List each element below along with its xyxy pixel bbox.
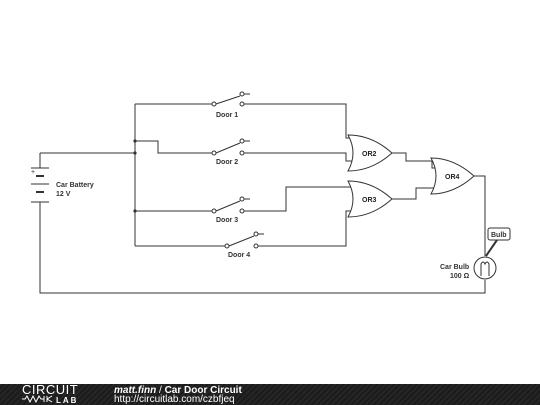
switch-door3-label: Door 3	[216, 217, 238, 224]
author-link[interactable]: matt.finn	[114, 385, 157, 396]
gate-or2-label: OR2	[362, 151, 377, 158]
circuit-url[interactable]: http://circuitlab.com/czbfjeq	[114, 394, 235, 405]
switch-door1[interactable]	[211, 91, 250, 107]
circuitlab-logo[interactable]: CIRCUIT LAB	[22, 382, 102, 405]
bulb-probe-label: Bulb	[491, 232, 507, 239]
battery-value: 12 V	[56, 191, 71, 198]
wire-door2	[135, 140, 355, 162]
switch-door2[interactable]	[211, 138, 250, 156]
bulb-probe-tag[interactable]	[485, 227, 511, 257]
battery-name: Car Battery	[56, 182, 94, 189]
or-gate-or3[interactable]	[347, 180, 393, 218]
footer-bar: CIRCUIT LAB matt.finn / Car Door Circuit…	[0, 382, 540, 405]
junction-dot	[133, 209, 137, 213]
switch-door4[interactable]	[224, 231, 264, 249]
switch-door2-label: Door 2	[216, 159, 238, 166]
wire-battery-bottom	[39, 202, 486, 294]
byline: matt.finn / Car Door Circuit	[114, 385, 242, 396]
logo-wave-icon	[22, 395, 53, 403]
svg-text:+: +	[31, 169, 35, 176]
or-gate-or4[interactable]	[430, 157, 475, 195]
bulb-symbol[interactable]	[473, 256, 497, 280]
wire-or3-out	[392, 187, 436, 200]
wire-door4	[135, 210, 355, 247]
junction-dot	[133, 139, 137, 143]
logo-wordmark-top: CIRCUIT	[22, 382, 79, 397]
switch-door1-label: Door 1	[216, 112, 238, 119]
circuit-title[interactable]: Car Door Circuit	[164, 385, 242, 396]
wire-or4-out	[474, 175, 486, 256]
switch-door3[interactable]	[211, 196, 250, 214]
logo-wordmark-bottom: LAB	[56, 396, 79, 405]
schematic-canvas: + Car Battery 12 V Door 1 Door 2 Door 3 …	[31, 91, 511, 294]
bulb-name: Car Bulb	[440, 264, 469, 271]
battery-symbol[interactable]: +	[31, 167, 49, 203]
wire-or2-out	[392, 152, 436, 169]
or-gate-or2[interactable]	[347, 134, 393, 172]
switch-door4-label: Door 4	[228, 252, 250, 259]
junction-dot	[133, 151, 137, 155]
byline-separator: /	[159, 385, 162, 396]
gate-or4-label: OR4	[445, 174, 460, 181]
wire-door1	[135, 103, 354, 139]
gate-or3-label: OR3	[362, 197, 377, 204]
bulb-value: 100 Ω	[450, 273, 470, 280]
wire-door3	[135, 186, 355, 212]
